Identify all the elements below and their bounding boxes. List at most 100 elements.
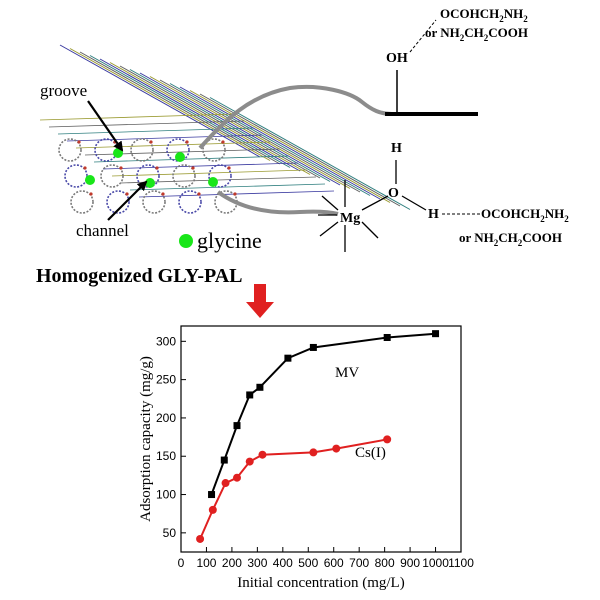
x-tick-label: 900 bbox=[400, 556, 420, 570]
data-point-mv bbox=[208, 491, 216, 499]
atom-dot bbox=[83, 166, 87, 170]
crystal-ring bbox=[130, 138, 154, 162]
fiber-strand bbox=[139, 72, 341, 186]
bottom-group-line1: OCOHCH2NH2 bbox=[481, 206, 569, 224]
crystal-ring bbox=[166, 138, 190, 162]
fiber-strand bbox=[179, 86, 381, 200]
x-tick-label: 0 bbox=[178, 556, 185, 570]
atom-dot bbox=[119, 166, 123, 170]
y-tick-label: 300 bbox=[156, 334, 176, 348]
fiber-strand bbox=[129, 183, 326, 191]
groove-arrow bbox=[87, 100, 124, 152]
tube-outline-top bbox=[198, 85, 393, 150]
y-tick-label: 50 bbox=[163, 526, 177, 540]
atom-dot bbox=[227, 166, 231, 170]
data-point-mv bbox=[284, 354, 292, 362]
atom-dot bbox=[89, 192, 93, 196]
oh-label: OH bbox=[386, 51, 408, 66]
water-oxygen: O bbox=[388, 186, 399, 201]
top-group-line2: or NH2CH2COOH bbox=[425, 25, 528, 43]
groove-label: groove bbox=[40, 81, 87, 100]
glycine-legend-label: glycine bbox=[197, 228, 262, 253]
crystal-ring bbox=[178, 190, 202, 214]
atom-dot bbox=[221, 140, 225, 144]
data-point-cs bbox=[258, 450, 267, 459]
crystal-rings bbox=[58, 138, 238, 214]
crystal-ring bbox=[106, 190, 130, 214]
data-point-mv bbox=[309, 343, 317, 351]
x-tick-label: 500 bbox=[298, 556, 318, 570]
plot-frame bbox=[180, 325, 462, 553]
x-tick-label: 1100 bbox=[448, 556, 474, 570]
mg-bond-ul bbox=[321, 195, 339, 211]
fiber-strand bbox=[66, 134, 263, 142]
y-tick-label: 150 bbox=[156, 449, 176, 463]
data-point-cs bbox=[208, 505, 217, 514]
fiber-strand bbox=[48, 120, 245, 128]
atom-dot bbox=[77, 140, 81, 144]
data-point-mv bbox=[383, 333, 391, 341]
y-axis-label: Adsorption capacity (mg/g) bbox=[138, 356, 154, 522]
atom-dot bbox=[125, 192, 129, 196]
series-line-mv bbox=[210, 332, 436, 495]
crystal-ring bbox=[100, 164, 124, 188]
data-point-cs bbox=[332, 444, 341, 453]
data-point-cs bbox=[221, 479, 230, 488]
mg-bond-lr bbox=[361, 221, 379, 239]
fiber-strand bbox=[209, 97, 411, 210]
tube-outline-bottom bbox=[216, 190, 339, 216]
fiber-strand bbox=[75, 141, 272, 149]
channel-arrow bbox=[107, 180, 148, 221]
data-point-cs bbox=[309, 448, 318, 457]
crystal-ring bbox=[172, 164, 196, 188]
series-label-mv: MV bbox=[335, 365, 359, 381]
x-tick-label: 300 bbox=[247, 556, 267, 570]
data-point-cs bbox=[233, 473, 241, 482]
x-tick-label: 200 bbox=[222, 556, 242, 570]
fiber-strand bbox=[102, 162, 299, 170]
fiber-strand bbox=[69, 48, 271, 161]
fiber-strand bbox=[93, 155, 290, 163]
atom-dot bbox=[233, 192, 237, 196]
atom-dot bbox=[161, 192, 165, 196]
oh-hbond bbox=[409, 19, 437, 53]
fiber-strand bbox=[59, 44, 261, 158]
mg-bond-ll bbox=[319, 221, 339, 237]
fiber-strand bbox=[159, 79, 361, 193]
mg-label: Mg bbox=[340, 211, 360, 226]
x-tick-label: 800 bbox=[375, 556, 395, 570]
series-label-cs: Cs(I) bbox=[355, 445, 386, 461]
data-point-mv bbox=[432, 330, 440, 338]
crystal-ring bbox=[142, 190, 166, 214]
glycine-dot bbox=[208, 177, 218, 187]
crystal-ring bbox=[58, 138, 82, 162]
palygorskite-structure bbox=[39, 44, 411, 214]
data-point-mv bbox=[220, 456, 228, 464]
caption: Homogenized GLY-PAL bbox=[36, 265, 243, 287]
fiber-strand bbox=[149, 76, 351, 189]
x-axis-label: Initial concentration (mg/L) bbox=[237, 575, 404, 591]
x-tick-label: 700 bbox=[349, 556, 369, 570]
fiber-strand bbox=[189, 90, 391, 203]
bottom-group-line2: or NH2CH2COOH bbox=[459, 230, 562, 248]
top-group-line1: OCOHCH2NH2 bbox=[440, 6, 528, 24]
fiber-strand bbox=[111, 169, 308, 177]
glycine-dot bbox=[145, 178, 155, 188]
data-point-mv bbox=[233, 422, 241, 430]
y-tick-label: 250 bbox=[156, 373, 176, 387]
crystal-ring bbox=[136, 164, 160, 188]
fiber-strand bbox=[89, 55, 291, 168]
crystal-ring bbox=[202, 138, 226, 162]
channel-label: channel bbox=[76, 221, 129, 240]
fiber-strand bbox=[79, 51, 281, 165]
data-point-cs bbox=[196, 534, 205, 543]
x-tick-label: 400 bbox=[273, 556, 293, 570]
atom-dot bbox=[149, 140, 153, 144]
x-tick-label: 100 bbox=[196, 556, 216, 570]
atom-dot bbox=[197, 192, 201, 196]
x-tick-label: 600 bbox=[324, 556, 344, 570]
fiber-strand bbox=[109, 62, 311, 175]
